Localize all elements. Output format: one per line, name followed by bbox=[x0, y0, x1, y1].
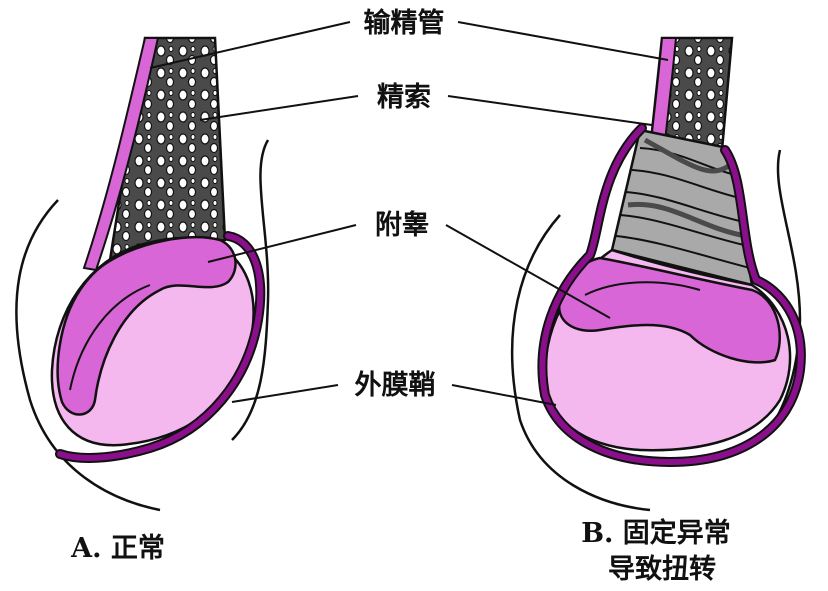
label-tunica-vaginalis: 外膜鞘 bbox=[355, 370, 436, 401]
leader-lines bbox=[149, 21, 669, 406]
leader-cord-b bbox=[447, 95, 653, 126]
scrotum-outline-left-b bbox=[510, 214, 651, 512]
panel-b-torsion bbox=[510, 36, 806, 512]
scrotum-outline-right-a bbox=[231, 139, 270, 441]
epididymis-a bbox=[56, 236, 237, 416]
leader-vas-a bbox=[149, 21, 351, 69]
leader-cord-a bbox=[199, 95, 359, 121]
label-spermatic-cord: 精索 bbox=[377, 82, 431, 113]
panel-a-normal bbox=[15, 36, 270, 512]
leader-epididymis-b bbox=[445, 224, 611, 319]
leader-tunica-a bbox=[231, 384, 339, 403]
label-epididymis: 附睾 bbox=[375, 210, 429, 241]
scrotum-outline-left-a bbox=[15, 199, 161, 512]
caption-b-line2: 导致扭转 bbox=[608, 553, 716, 585]
leader-epididymis-a bbox=[207, 224, 357, 263]
caption-b-line1: B. 固定异常 bbox=[581, 517, 731, 549]
label-vas-deferens: 输精管 bbox=[364, 7, 445, 39]
leader-tunica-b bbox=[451, 384, 557, 406]
leader-vas-b bbox=[457, 21, 669, 61]
caption-a: A. 正常 bbox=[70, 533, 165, 564]
